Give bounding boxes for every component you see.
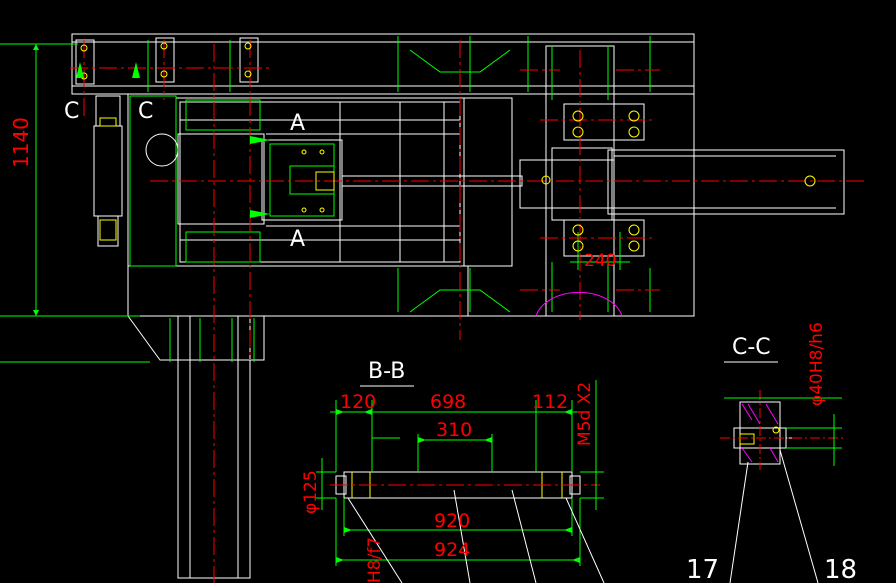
dim-920: 920 xyxy=(434,510,470,532)
dim-arrow-top xyxy=(33,44,39,50)
dim-overall-height: 1140 xyxy=(9,117,33,168)
dim-310: 310 xyxy=(436,419,472,441)
dim-924: 924 xyxy=(434,539,470,561)
cut-label-c-left: C xyxy=(64,99,79,124)
dim-arrow-bottom xyxy=(33,310,39,316)
rod-end-clevis xyxy=(519,159,615,209)
fasteners xyxy=(80,42,816,252)
dim-dia-125: φ125 xyxy=(301,470,321,514)
cut-label-c-right: C xyxy=(138,99,153,124)
dim-698: 698 xyxy=(430,391,466,413)
chamber-grid xyxy=(180,102,460,262)
clamp-bracket-2 xyxy=(155,37,175,83)
dim-112: 112 xyxy=(532,391,568,413)
frame-body xyxy=(127,93,695,317)
main-assembly xyxy=(71,33,845,579)
section-cc-title: C-C xyxy=(732,335,771,360)
cylinder-bore xyxy=(177,133,265,225)
left-hydraulic-cylinder xyxy=(93,125,123,217)
flow-arrows xyxy=(76,62,270,218)
dim-dia-40: φ40H8/h6 xyxy=(807,322,827,406)
section-bb: B-B xyxy=(301,359,605,583)
green-structure xyxy=(0,36,651,363)
dim-120: 120 xyxy=(340,391,376,413)
output-arm xyxy=(607,149,845,215)
cylinder-frame xyxy=(175,97,465,267)
section-bb-title: B-B xyxy=(368,359,405,384)
part-number-18: 18 xyxy=(824,555,857,583)
part-number-17: 17 xyxy=(686,555,719,583)
dim-fit: H8/f7 xyxy=(365,537,385,583)
section-cc: C-C φ40H8/h6 xyxy=(720,322,846,583)
centerlines xyxy=(70,40,864,583)
clamp-bracket-3 xyxy=(239,37,259,83)
dim-240: 240 xyxy=(584,251,616,271)
dim-thread: M5d X2 xyxy=(575,382,595,446)
view-label-a-top: A xyxy=(290,111,305,136)
view-label-a-bottom: A xyxy=(290,227,305,252)
clamp-bracket-1 xyxy=(75,39,95,85)
swing-arc xyxy=(535,291,623,317)
left-pivot xyxy=(145,133,179,167)
lower-base-block xyxy=(127,265,469,317)
